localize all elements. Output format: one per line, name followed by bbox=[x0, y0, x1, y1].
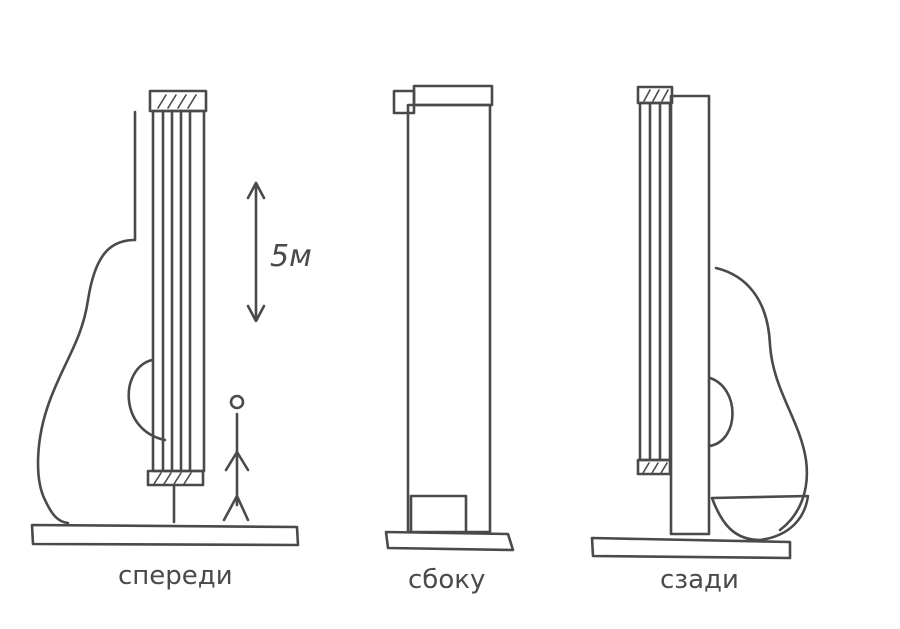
front-neck-frame bbox=[151, 109, 206, 473]
side-top-cap bbox=[412, 84, 494, 107]
back-neck-frame bbox=[638, 101, 672, 462]
front-view-label: спереди bbox=[118, 561, 233, 591]
back-sound-hole bbox=[708, 376, 734, 448]
back-bottom-hatch bbox=[642, 462, 668, 474]
front-top-hatch bbox=[157, 94, 197, 109]
back-top-block bbox=[636, 85, 674, 105]
dimension-label: 5м bbox=[270, 239, 312, 274]
front-guitar-body bbox=[36, 110, 137, 525]
front-bottom-hatch bbox=[153, 472, 192, 485]
dimension-arrow bbox=[246, 181, 266, 323]
side-base bbox=[384, 530, 515, 552]
side-top-knob bbox=[392, 89, 416, 115]
back-strings bbox=[648, 101, 662, 462]
side-bottom-box bbox=[409, 494, 468, 534]
side-view: сбоку bbox=[384, 84, 515, 595]
back-view: сзади bbox=[590, 85, 810, 595]
front-sound-hole bbox=[127, 358, 167, 442]
front-view: 5м спереди bbox=[30, 89, 312, 591]
front-bottom-block bbox=[146, 469, 205, 487]
back-view-label: сзади bbox=[660, 565, 739, 595]
front-strings bbox=[161, 109, 192, 472]
front-base bbox=[30, 523, 300, 547]
back-base bbox=[590, 536, 792, 560]
side-tower bbox=[406, 103, 492, 534]
side-view-label: сбоку bbox=[408, 565, 485, 595]
scale-person bbox=[222, 394, 250, 522]
back-bowl bbox=[710, 494, 810, 542]
back-top-hatch bbox=[643, 89, 669, 102]
back-tower bbox=[669, 94, 711, 536]
